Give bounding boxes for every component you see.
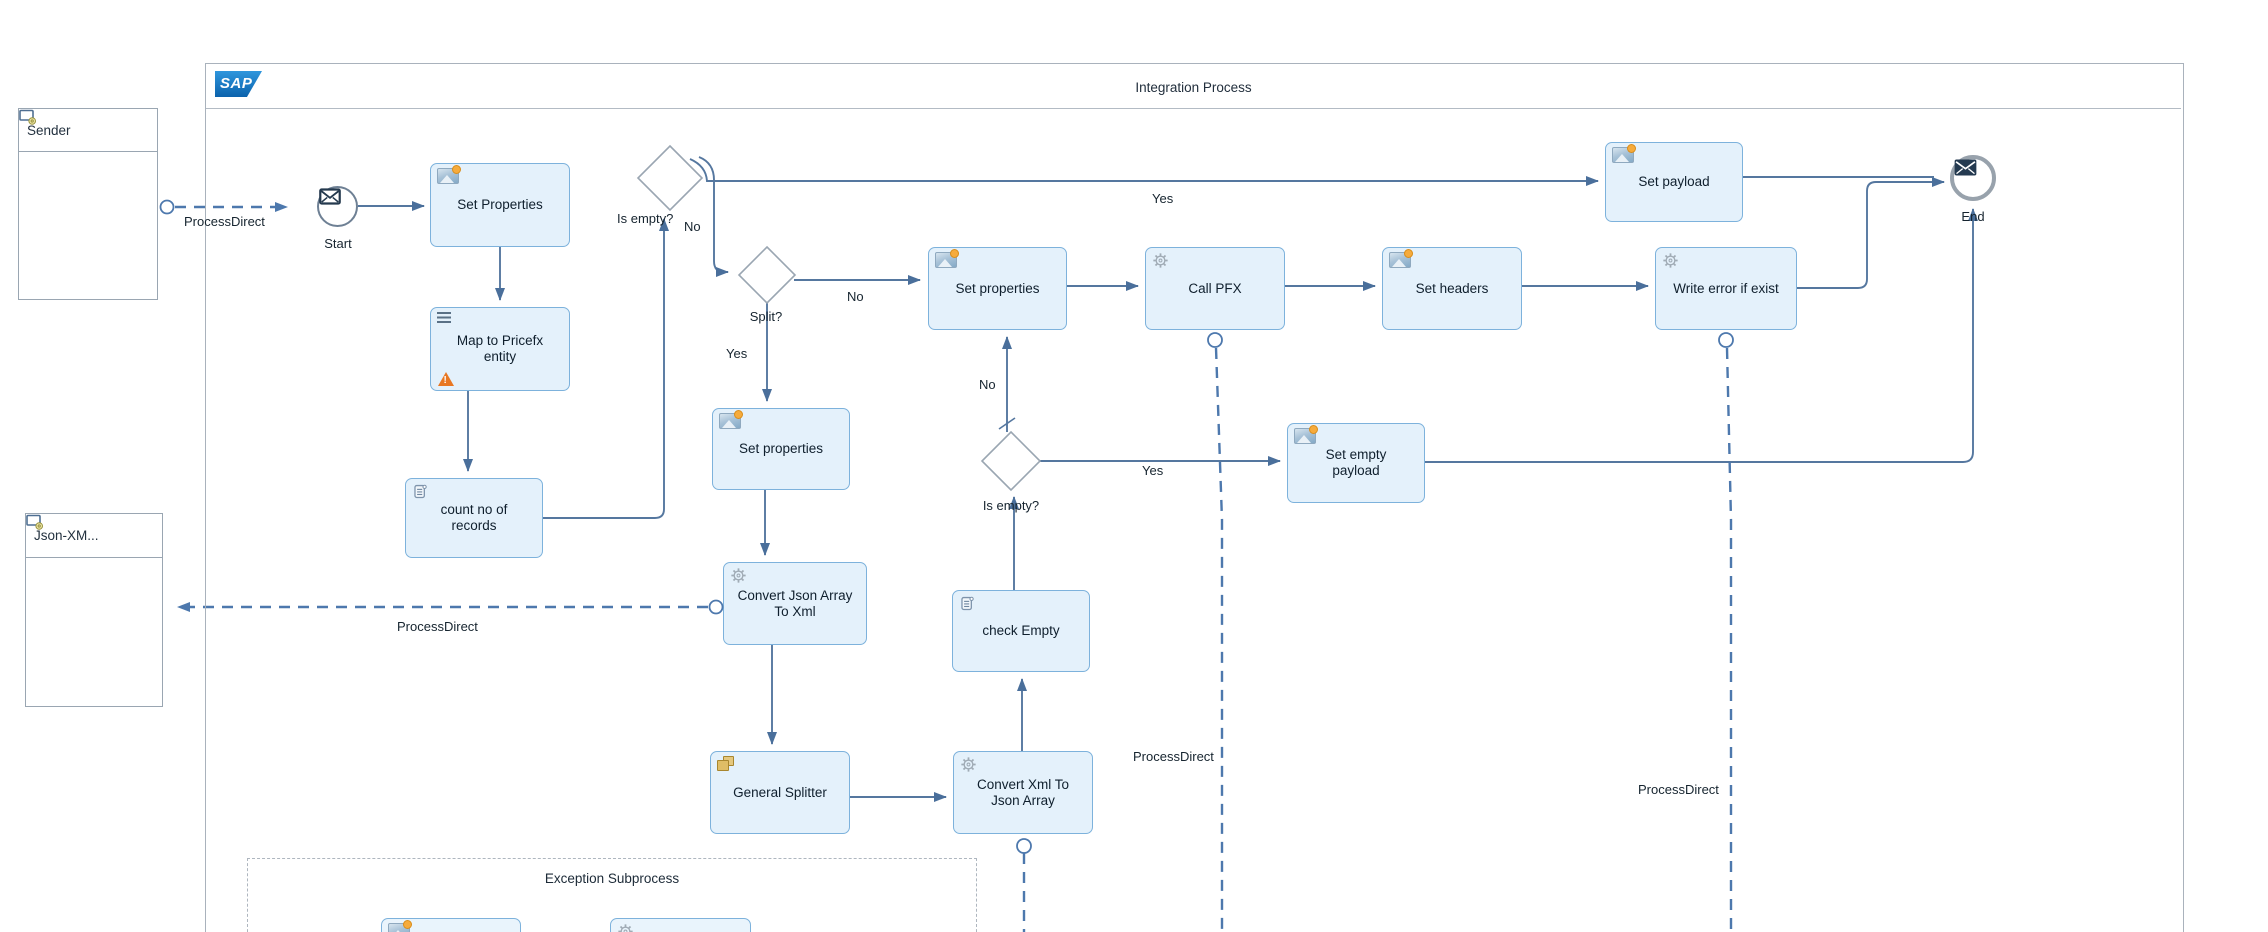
task-set-headers[interactable]: Set headers <box>1382 247 1522 330</box>
gateway-label-split: Split? <box>749 309 783 324</box>
task-set-properties-main[interactable]: Set Properties <box>430 163 570 247</box>
task-label: Set payload <box>1638 174 1710 190</box>
gateway-label-isempty1: Is empty? <box>617 211 674 226</box>
gateway-split[interactable] <box>737 245 797 305</box>
sap-logo: SAP <box>215 71 262 97</box>
task-label: count no of records <box>440 502 508 533</box>
gear-icon <box>730 567 747 584</box>
start-event[interactable] <box>317 186 358 227</box>
port-writeerror-bottom[interactable] <box>1718 332 1734 348</box>
edge-callpfx-processdirect <box>1214 347 1224 932</box>
content-modifier-icon <box>437 165 461 184</box>
port-convertxml-bottom[interactable] <box>1016 838 1032 854</box>
sap-logo-text: SAP <box>220 75 253 92</box>
envelope-icon <box>319 188 341 205</box>
content-modifier-icon <box>388 920 412 932</box>
exception-task-1[interactable] <box>381 918 521 932</box>
edge-label-processdirect-callpfx: ProcessDirect <box>1133 749 1214 764</box>
edge-label-isempty2-no: No <box>979 377 996 392</box>
exception-task-2[interactable] <box>610 918 751 932</box>
gear-icon <box>960 756 977 773</box>
edge-label-split-no: No <box>847 289 864 304</box>
task-label: Convert Json Array To Xml <box>737 587 853 619</box>
gateway-isempty2[interactable] <box>980 430 1042 492</box>
integration-process-pool[interactable] <box>205 63 2184 932</box>
task-label: Map to Pricefx entity <box>456 333 544 364</box>
edge-label-split-yes: Yes <box>726 346 748 361</box>
task-map-to-pricefx[interactable]: Map to Pricefx entity <box>430 307 570 391</box>
edge-setemptypayload-end <box>1425 208 1978 463</box>
task-convert-json-to-xml[interactable]: Convert Json Array To Xml <box>723 562 867 645</box>
start-label: Start <box>324 236 352 251</box>
task-label: Set Properties <box>457 197 543 213</box>
edge-label-processdirect-writeerror: ProcessDirect <box>1638 782 1719 797</box>
port-sender[interactable] <box>159 199 175 215</box>
task-label: Convert Xml To Json Array <box>976 776 1070 808</box>
task-count-records[interactable]: count no of records <box>405 478 543 558</box>
edge-isempty2-no-tick <box>998 417 1016 430</box>
task-label: Set properties <box>738 441 824 457</box>
edge-count-isempty1 <box>543 218 669 519</box>
warning-icon <box>438 372 454 386</box>
task-convert-xml-to-json[interactable]: Convert Xml To Json Array <box>953 751 1093 834</box>
pool-title: Integration Process <box>1135 80 1252 95</box>
task-label: General Splitter <box>733 784 827 800</box>
gear-icon <box>617 923 634 932</box>
edge-isempty1-yes <box>689 158 1599 186</box>
edge-isempty1-no <box>698 156 729 277</box>
gateway-isempty1[interactable] <box>636 144 704 212</box>
script-icon <box>412 483 429 500</box>
content-modifier-icon <box>1612 144 1636 163</box>
task-set-properties-split[interactable]: Set properties <box>712 408 850 490</box>
task-label: check Empty <box>982 623 1060 639</box>
content-modifier-icon <box>1294 425 1318 444</box>
task-write-error[interactable]: Write error if exist <box>1655 247 1797 330</box>
port-convertjson-left[interactable] <box>708 599 724 615</box>
edge-label-processdirect-receiver: ProcessDirect <box>397 619 478 634</box>
splitter-icon <box>717 756 734 771</box>
participant-sender[interactable]: Sender <box>18 108 158 300</box>
edge-label-isempty2-yes: Yes <box>1142 463 1164 478</box>
task-call-pfx[interactable]: Call PFX <box>1145 247 1285 330</box>
port-callpfx-bottom[interactable] <box>1207 332 1223 348</box>
script-icon <box>959 595 976 612</box>
exception-subprocess-title: Exception Subprocess <box>544 871 680 886</box>
task-label: Set properties <box>955 280 1040 296</box>
participant-receiver-label: Json-XM... <box>34 528 99 543</box>
participant-receiver[interactable]: Json-XM... <box>25 513 163 707</box>
end-label: End <box>1961 209 1985 224</box>
content-modifier-icon <box>719 410 743 429</box>
task-label: Set empty payload <box>1325 447 1387 478</box>
content-modifier-icon <box>935 249 959 268</box>
task-label: Set headers <box>1415 280 1489 296</box>
gear-icon <box>1152 252 1169 269</box>
end-event[interactable] <box>1950 155 1996 201</box>
edge-writeerror-processdirect <box>1725 347 1733 932</box>
mapping-icon <box>437 312 451 323</box>
content-modifier-icon <box>1389 249 1413 268</box>
edge-label-processdirect-sender: ProcessDirect <box>184 214 265 229</box>
task-label: Write error if exist <box>1673 280 1779 296</box>
envelope-icon <box>1954 159 1977 176</box>
gear-icon <box>1662 252 1679 269</box>
task-set-empty-payload[interactable]: Set empty payload <box>1287 423 1425 503</box>
task-set-payload[interactable]: Set payload <box>1605 142 1743 222</box>
edge-label-isempty1-no: No <box>684 219 701 234</box>
task-general-splitter[interactable]: General Splitter <box>710 751 850 834</box>
system-icon <box>26 514 44 530</box>
pool-header <box>206 63 2181 109</box>
system-icon <box>19 109 37 125</box>
task-set-properties-row[interactable]: Set properties <box>928 247 1067 330</box>
edge-writeerror-end <box>1797 177 1945 289</box>
task-check-empty[interactable]: check Empty <box>952 590 1090 672</box>
edge-label-isempty1-yes: Yes <box>1152 191 1174 206</box>
gateway-label-isempty2: Is empty? <box>982 498 1040 513</box>
participant-sender-label: Sender <box>27 122 71 138</box>
task-label: Call PFX <box>1188 280 1242 296</box>
